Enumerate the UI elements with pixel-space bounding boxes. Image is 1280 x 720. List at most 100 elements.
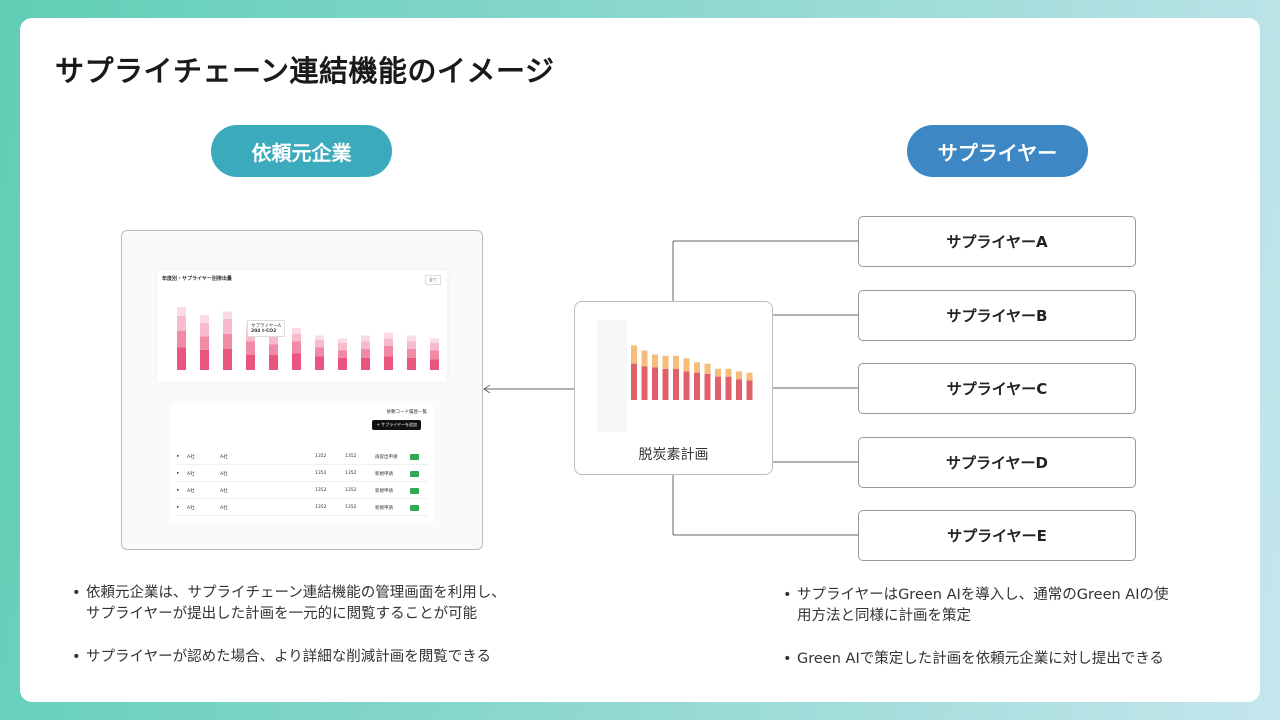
approve-button[interactable] xyxy=(410,453,419,460)
bar-segment xyxy=(338,350,347,358)
plan-bar xyxy=(694,372,700,400)
bar-segment xyxy=(384,356,393,370)
plan-bar xyxy=(746,380,753,400)
plan-bar xyxy=(736,371,742,380)
supplier-pill: サプライヤー xyxy=(907,125,1088,177)
supplier-a-box: サプライヤーA xyxy=(858,216,1136,267)
plan-bar xyxy=(694,362,700,373)
add-supplier-button[interactable]: + サプライヤーを追加 xyxy=(372,420,421,430)
plan-bar xyxy=(704,363,711,374)
bar-segment xyxy=(200,349,209,370)
bar-segment xyxy=(200,336,209,350)
plan-screenshot xyxy=(597,320,753,432)
plan-bar xyxy=(652,367,658,400)
approve-button[interactable] xyxy=(410,504,419,511)
bar-segment xyxy=(407,335,416,342)
bar-segment xyxy=(338,343,347,351)
history-link[interactable]: 依頼コード履歴一覧 xyxy=(386,410,428,415)
bar-segment xyxy=(361,341,370,349)
bar-segment xyxy=(361,335,370,342)
bar-segment xyxy=(223,319,232,334)
bar-segment xyxy=(407,341,416,349)
left-bullet-1: •依頼元企業は、サプライチェーン連結機能の管理画面を利用し、サプライヤーが提出し… xyxy=(72,585,506,622)
right-bullet-2: •Green AIで策定した計画を依頼元企業に対し提出できる xyxy=(783,651,1164,667)
bar-segment xyxy=(315,335,324,340)
right-bullet-1: •サプライヤーはGreen AIを導入し、通常のGreen AIの使用方法と同様… xyxy=(783,587,1169,624)
plan-bar xyxy=(715,368,721,377)
plan-bar xyxy=(746,372,753,381)
bar-segment xyxy=(223,311,232,319)
bar-segment xyxy=(177,316,186,331)
plan-bar xyxy=(662,355,669,369)
chart-tooltip: サプライヤーA 204 t-CO2 xyxy=(247,320,285,337)
slide-title: サプライチェーン連結機能のイメージ xyxy=(55,54,555,88)
bar-segment xyxy=(223,349,232,370)
requester-pill: 依頼元企業 xyxy=(211,125,392,177)
chart-title: 年度別・サプライヤー別排出量 xyxy=(162,276,232,282)
plan-bar xyxy=(673,355,679,369)
bar-segment xyxy=(430,359,439,370)
supplier-b-box: サプライヤーB xyxy=(858,290,1136,341)
approve-button[interactable] xyxy=(410,470,419,477)
bar-segment xyxy=(292,353,301,370)
bar-segment xyxy=(292,334,301,342)
year-select[interactable]: 全て xyxy=(425,275,441,285)
bar-segment xyxy=(338,338,347,343)
bar-segment xyxy=(177,331,186,348)
plan-bar xyxy=(704,374,711,400)
tooltip-name: サプライヤーA xyxy=(251,324,281,329)
bar-segment xyxy=(407,349,416,358)
plan-bar xyxy=(662,368,669,400)
emissions-chart: 年度別・サプライヤー別排出量 全て サプライヤーA 204 t-CO2 xyxy=(157,270,447,382)
bar-segment xyxy=(315,347,324,357)
bar-segment xyxy=(430,338,439,343)
plan-bar xyxy=(725,368,732,377)
plan-bar xyxy=(631,363,637,400)
bar-segment xyxy=(384,338,393,346)
bar-segment xyxy=(200,322,209,337)
plan-label: 脱炭素計画 xyxy=(638,447,709,463)
bar-segment xyxy=(315,356,324,370)
bar-segment xyxy=(269,334,278,345)
bar-segment xyxy=(269,344,278,355)
bar-segment xyxy=(430,343,439,351)
approve-button[interactable] xyxy=(410,487,419,494)
supplier-e-box: サプライヤーE xyxy=(858,510,1136,561)
bar-segment xyxy=(200,315,209,323)
bar-segment xyxy=(246,355,255,370)
bar-segment xyxy=(292,328,301,334)
plan-bar xyxy=(683,371,690,400)
bar-segment xyxy=(384,332,393,339)
plan-bar xyxy=(673,368,679,400)
bar-segment xyxy=(384,346,393,357)
plan-card: 脱炭素計画 xyxy=(574,301,773,475)
supplier-d-box: サプライヤーD xyxy=(858,437,1136,488)
plan-bar xyxy=(736,379,742,400)
bar-segment xyxy=(430,350,439,360)
bar-segment xyxy=(361,358,370,370)
plan-bar xyxy=(683,358,690,372)
bar-segment xyxy=(223,334,232,349)
arrow-head-icon xyxy=(483,384,491,394)
bar-segment xyxy=(292,341,301,354)
plan-bar xyxy=(715,376,721,400)
plan-bar xyxy=(652,354,658,368)
plan-bar xyxy=(725,376,732,400)
bar-segment xyxy=(315,340,324,348)
plan-bar xyxy=(641,350,648,367)
bar-segment xyxy=(338,358,347,370)
bar-segment xyxy=(177,347,186,370)
bar-segment xyxy=(246,341,255,355)
supplier-c-box: サプライヤーC xyxy=(858,363,1136,414)
plan-bar xyxy=(641,366,648,400)
bar-segment xyxy=(361,349,370,358)
tooltip-value: 204 t-CO2 xyxy=(251,329,277,334)
plan-bar xyxy=(631,345,637,364)
left-bullet-2: •サプライヤーが認めた場合、より詳細な削減計画を閲覧できる xyxy=(72,649,491,665)
bar-segment xyxy=(269,355,278,370)
